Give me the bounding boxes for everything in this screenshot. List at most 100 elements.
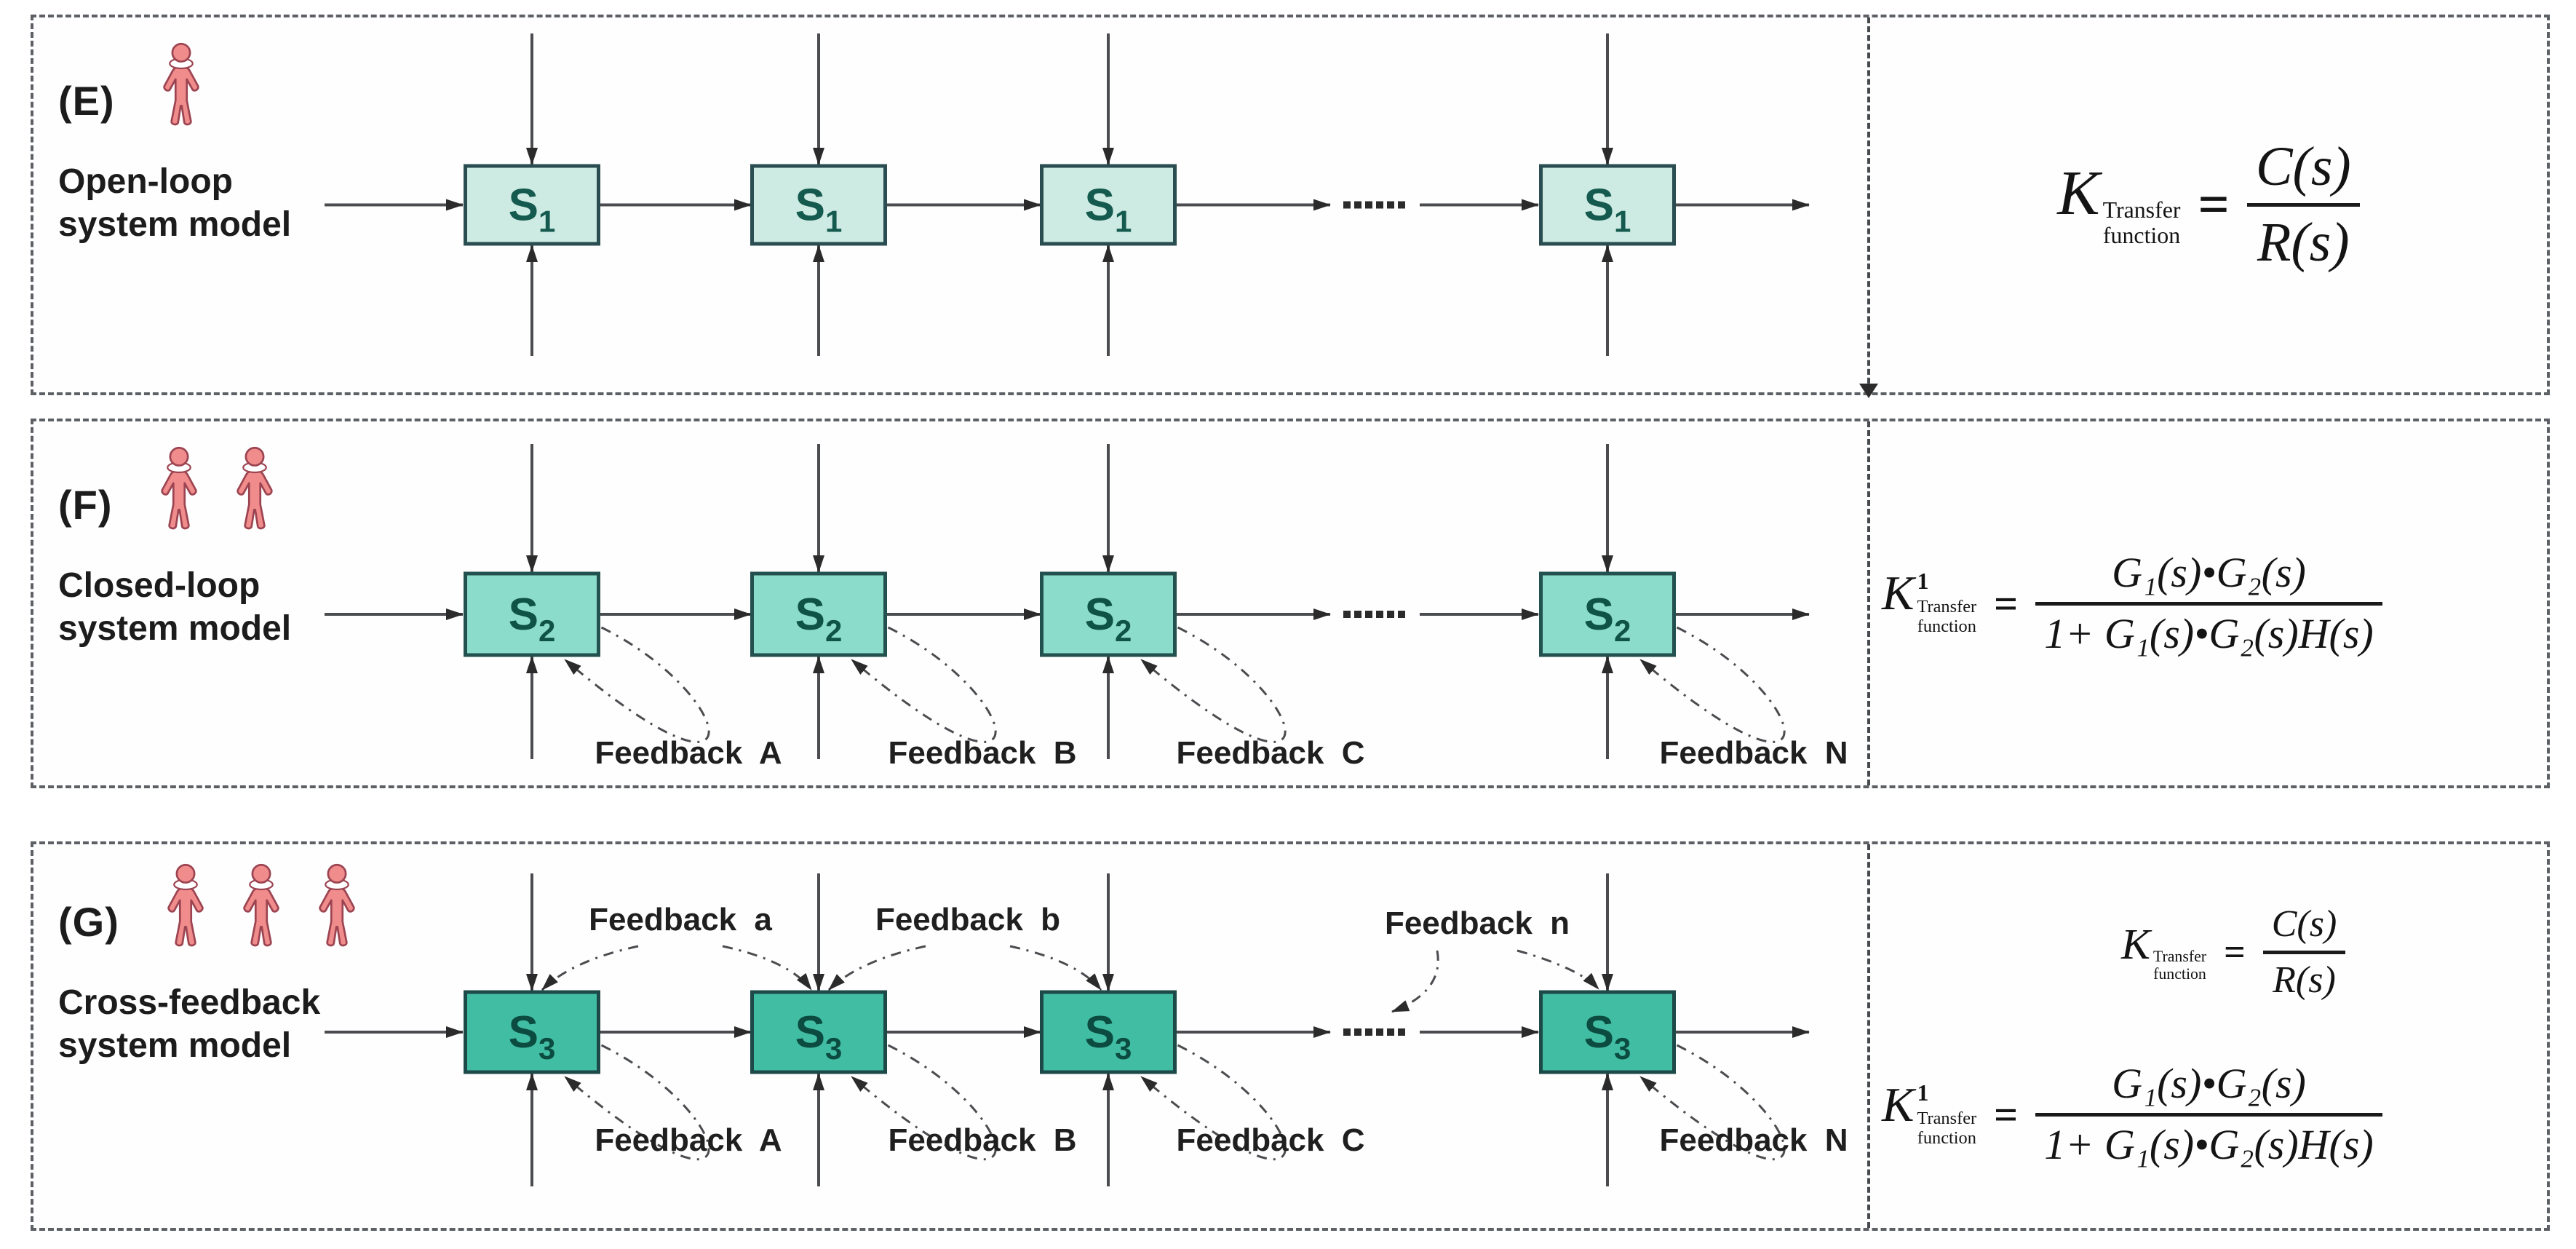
panel-header: (F) Closed-loop system model — [58, 446, 291, 650]
feedback-loop-arc — [1140, 626, 1287, 743]
system-box-label: S1 — [509, 181, 556, 239]
system-box — [750, 990, 887, 1074]
panel-title: Closed-loop system model — [58, 565, 291, 650]
formula-k: K — [1882, 567, 1915, 621]
system-box — [1539, 571, 1676, 657]
person-icon — [162, 42, 199, 126]
panel-header: (E) Open-loop system model — [58, 42, 291, 246]
panel-tag: (E) — [58, 78, 115, 124]
panel-title-line: system model — [58, 608, 292, 648]
ellipsis-dots — [1398, 611, 1405, 618]
fraction-bar — [2035, 1113, 2382, 1117]
formula-numerator: C(s) — [2271, 903, 2337, 945]
formula-k-sub: function — [1917, 1127, 1976, 1148]
feedback-label: Feedback N — [1660, 1122, 1848, 1158]
panel-title: Cross-feedback system model — [58, 982, 370, 1067]
system-box-label: S3 — [795, 1007, 843, 1066]
formula-k-sub: Transfer — [1917, 1108, 1977, 1128]
feedback-loop-arc — [564, 626, 710, 743]
feedback-loop-arc — [1639, 626, 1786, 743]
feedback-label: Feedback N — [1660, 735, 1848, 771]
system-box-label: S1 — [1584, 181, 1631, 239]
ellipsis-dots — [1343, 1028, 1351, 1036]
ellipsis-dots — [1365, 201, 1372, 209]
system-box — [1040, 990, 1177, 1074]
formula-area: K Transfer function = C(s) R(s) K — [1870, 844, 2547, 1228]
ellipsis-dots — [1354, 611, 1361, 618]
panel-divider — [1867, 421, 1870, 785]
fraction-bar — [2246, 203, 2360, 207]
ellipsis-dots — [1376, 201, 1383, 209]
formula-k-sub: function — [2102, 223, 2181, 249]
ellipsis-dots — [1387, 611, 1394, 618]
panel-divider — [1867, 17, 1870, 392]
person-icon — [243, 863, 279, 947]
system-box-label: S2 — [1085, 590, 1132, 648]
equals-sign: = — [2198, 174, 2230, 235]
ellipsis-dots — [1398, 201, 1405, 209]
person-icon — [167, 863, 204, 947]
panel-title-line: Cross-feedback — [58, 983, 321, 1022]
equals-sign: = — [1994, 1091, 2019, 1139]
panel-title-line: Open-loop — [58, 162, 233, 201]
system-box — [464, 571, 600, 657]
person-icon — [319, 863, 355, 947]
person-icon — [236, 446, 273, 530]
equals-sign: = — [1994, 579, 2019, 627]
formula-k-sup: 1 — [1917, 568, 1929, 595]
ellipsis-dots — [1354, 1028, 1361, 1036]
transfer-function-formula: K 1 Transfer function = G₁(s)•G₂(s) 1+ G… — [1882, 548, 2382, 658]
system-box — [750, 571, 887, 657]
transfer-function-formula: K 1 Transfer function = G₁(s)•G₂(s) 1+ G… — [1882, 1060, 2382, 1169]
feedback-loop-arc — [1639, 1044, 1786, 1161]
feedback-loop-arc — [851, 1044, 997, 1161]
cross-feedback-arc — [1391, 950, 1439, 1013]
cross-feedback-arc — [827, 945, 926, 991]
person-icon — [160, 446, 197, 530]
cross-feedback-arc — [541, 945, 639, 991]
formula-numerator: G₁(s)•G₂(s) — [2112, 548, 2306, 596]
cross-feedback-arc — [722, 945, 813, 991]
ellipsis-dots — [1387, 1028, 1394, 1036]
system-box — [750, 164, 887, 246]
feedback-label: Feedback A — [595, 1122, 782, 1158]
formula-k-sub: Transfer — [2152, 947, 2207, 965]
panel-tag: (G) — [58, 899, 119, 945]
feedback-loop-arc — [851, 626, 997, 743]
formula-k-sub: function — [1917, 616, 1976, 636]
transfer-function-formula: K Transfer function = C(s) R(s) — [2057, 135, 2360, 274]
formula-k-sup — [2103, 161, 2181, 194]
formula-denominator: 1+ G₁(s)•G₂(s)H(s) — [2044, 609, 2374, 657]
ellipsis-dots — [1354, 201, 1361, 209]
feedback-loop-arc — [1140, 1044, 1287, 1161]
panel-divider — [1867, 844, 1870, 1228]
formula-denominator: 1+ G₁(s)•G₂(s)H(s) — [2044, 1121, 2374, 1169]
panel-title-line: system model — [58, 1026, 292, 1065]
system-box-label: S2 — [1584, 590, 1631, 648]
formula-k-sub: function — [2153, 964, 2206, 983]
system-box — [1040, 571, 1177, 657]
system-box — [1040, 164, 1177, 246]
system-box — [1539, 990, 1676, 1074]
feedback-label: Feedback b — [875, 902, 1060, 937]
system-box-label: S3 — [1085, 1007, 1132, 1066]
formula-numerator: C(s) — [2255, 135, 2351, 197]
system-box-label: S2 — [509, 590, 556, 648]
system-box-label: S1 — [795, 181, 843, 239]
equals-sign: = — [2224, 932, 2246, 974]
person-icons — [148, 42, 214, 127]
feedback-label: Feedback B — [889, 735, 1077, 771]
person-icons — [146, 446, 287, 531]
feedback-label: Feedback B — [889, 1122, 1077, 1158]
ellipsis-dots — [1343, 201, 1351, 209]
panel-title: Open-loop system model — [58, 161, 291, 246]
formula-k-sub: Transfer — [2102, 197, 2181, 223]
fraction-bar — [2262, 951, 2346, 955]
panel-cross-feedback-model: (G) Cross-feedback system model Feedback… — [31, 841, 2550, 1231]
formula-numerator: G₁(s)•G₂(s) — [2112, 1060, 2306, 1108]
person-icons — [153, 863, 370, 948]
